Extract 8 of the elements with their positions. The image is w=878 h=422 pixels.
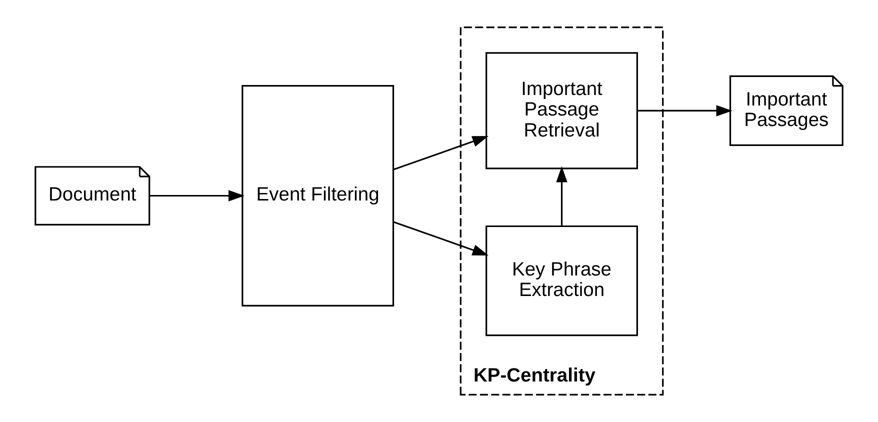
arrow [393, 221, 488, 256]
node-box: Key Phrase Extraction [486, 225, 638, 336]
node-box: Important Passage Retrieval [486, 52, 638, 170]
node-box: Event Filtering [242, 85, 394, 306]
arrow [150, 190, 245, 202]
arrow [638, 105, 732, 116]
arrow [393, 136, 488, 170]
arrow [556, 166, 568, 226]
